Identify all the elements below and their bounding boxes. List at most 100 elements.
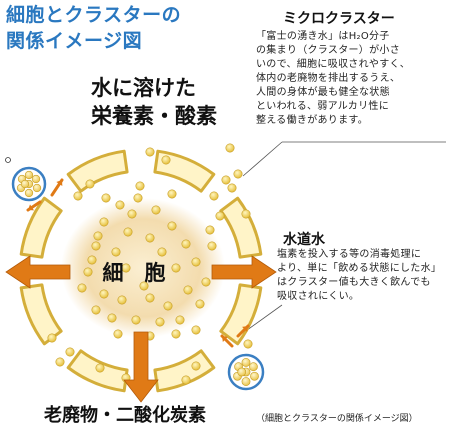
- membrane-segment: [19, 196, 63, 259]
- water-molecule: [243, 339, 253, 349]
- water-molecule: [233, 169, 243, 179]
- water-molecule: [131, 315, 141, 325]
- nutrients-line-2: 栄養素・酸素: [91, 104, 217, 128]
- title-line-2: 関係イメージ図: [6, 30, 143, 52]
- title-line-1: 細胞とクラスターの: [6, 4, 182, 26]
- water-molecule: [83, 267, 93, 277]
- water-molecule: [87, 255, 97, 265]
- tap-line: 塩素を投入する等の消毒処理に: [277, 249, 422, 260]
- water-molecule: [77, 283, 87, 293]
- water-molecule: [123, 227, 133, 237]
- water-molecule: [133, 193, 143, 203]
- water-clusters: [11, 166, 265, 391]
- micro-cluster-description: 「富士の湧き水」はH₂O分子 の集まり（クラスター）が小さ いので、細胞に吸収さ…: [256, 30, 452, 128]
- arrow-right: [211, 255, 277, 289]
- micro-leader-line: [242, 141, 283, 177]
- water-molecule: [167, 221, 177, 231]
- small-arrow-head: [242, 326, 248, 332]
- water-molecule: [91, 305, 101, 315]
- water-molecule: [215, 211, 225, 221]
- nutrients-label: 水に溶けた 栄養素・酸素: [91, 74, 217, 130]
- cluster-molecule: [249, 362, 258, 372]
- water-molecule: [65, 347, 75, 357]
- water-molecule: [195, 299, 205, 309]
- water-molecule: [73, 191, 83, 201]
- micro-line: 体内の老廃物を排出するうえ、: [256, 73, 401, 84]
- small-arrow-head: [28, 204, 34, 211]
- micro-line: の集まり（クラスター）が小さ: [256, 45, 400, 56]
- cluster-molecule: [250, 371, 259, 381]
- water-molecule: [145, 147, 155, 157]
- cluster-molecule: [24, 170, 34, 180]
- water-molecule: [201, 277, 211, 287]
- water-molecule: [161, 155, 171, 165]
- micro-cluster-heading: ミクロクラスター: [283, 11, 395, 27]
- water-molecule: [91, 241, 101, 251]
- water-molecule: [121, 263, 131, 273]
- cluster-molecule: [237, 367, 247, 377]
- water-molecule: [171, 329, 181, 339]
- nutrients-line-1: 水に溶けた: [91, 76, 196, 100]
- water-molecule: [115, 200, 125, 210]
- water-molecule: [171, 263, 181, 273]
- water-molecule: [135, 181, 145, 191]
- water-molecule: [139, 281, 149, 291]
- small-arrow-head: [222, 336, 228, 342]
- water-molecule: [101, 193, 111, 203]
- micro-line: 整える働きがあります。: [256, 115, 368, 126]
- cluster-molecule: [31, 174, 41, 184]
- micro-line: といわれる、弱アルカリ性に: [256, 101, 389, 112]
- membrane-segment: [153, 349, 216, 393]
- water-molecules: [5, 143, 253, 385]
- waste-label: 老廃物・二酸化炭素: [44, 405, 206, 426]
- water-molecule: [207, 241, 217, 251]
- water-molecule: [167, 189, 177, 199]
- membrane-segment: [19, 283, 63, 346]
- water-molecule: [127, 209, 137, 219]
- water-molecule: [205, 225, 215, 235]
- water-molecule: [191, 257, 201, 267]
- cluster-molecule: [20, 179, 30, 189]
- water-molecule: [55, 357, 65, 367]
- figure-caption: （細胞とクラスターの関係イメージ図）: [256, 414, 418, 424]
- membrane-segment: [219, 283, 263, 346]
- water-molecule: [93, 231, 103, 241]
- water-molecule: [145, 233, 155, 243]
- water-molecule: [191, 325, 201, 335]
- water-molecule: [183, 285, 193, 295]
- water-molecule: [209, 191, 219, 201]
- arrow-down: [123, 331, 159, 403]
- water-molecule: [111, 247, 121, 257]
- micro-line: いので、細胞に吸収されやすく、: [256, 59, 411, 70]
- cluster-molecule: [241, 358, 251, 367]
- water-molecule: [221, 175, 231, 185]
- tap-water-description: 塩素を投入する等の消毒処理に より、単に「飲める状態にした水」 はクラスター値も…: [277, 248, 457, 304]
- cell-label: 細 胞: [103, 261, 166, 285]
- water-molecule: [85, 179, 95, 189]
- water-molecule: [175, 315, 185, 325]
- water-molecule: [99, 217, 109, 227]
- cluster-molecule: [241, 377, 251, 386]
- membrane-segment: [66, 149, 129, 193]
- water-molecule: [181, 239, 191, 249]
- tap-water-heading: 水道水: [283, 232, 325, 248]
- water-molecule: [163, 301, 173, 311]
- water-molecule: [99, 289, 109, 299]
- cell-nucleus: [61, 198, 225, 338]
- water-molecule: [107, 313, 117, 323]
- small-bubble: [5, 157, 11, 163]
- micro-line: 「富士の湧き水」はH₂O分子: [256, 31, 390, 42]
- water-molecule: [47, 333, 57, 343]
- micro-line: 人間の身体が最も健全な状態: [256, 87, 390, 98]
- water-molecule: [157, 247, 167, 257]
- water-molecule: [151, 205, 161, 215]
- tap-line: 吸収されにくい。: [277, 291, 360, 302]
- arrow-left: [5, 255, 71, 289]
- water-molecule: [145, 293, 155, 303]
- water-molecule: [227, 183, 237, 193]
- cluster-molecule: [32, 183, 42, 193]
- waste-arrows: [5, 178, 277, 403]
- water-molecule: [95, 363, 105, 373]
- tap-line: より、単に「飲める状態にした水」: [277, 263, 442, 274]
